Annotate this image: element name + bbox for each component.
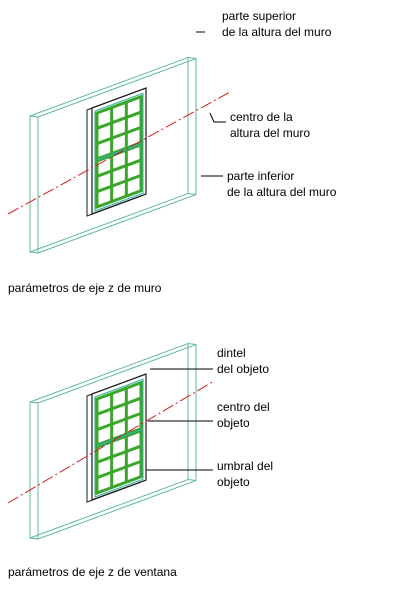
muntin-horizontal bbox=[96, 110, 142, 130]
diagram-window-z-axis bbox=[7, 342, 215, 540]
window-muntin-grid bbox=[95, 380, 143, 496]
window-muntin-grid bbox=[95, 94, 143, 210]
meeting-rail bbox=[96, 429, 142, 447]
wall-edge bbox=[187, 57, 197, 60]
z-axis-line bbox=[7, 91, 231, 215]
muntin-horizontal bbox=[96, 158, 142, 178]
window-glass-edge bbox=[94, 92, 144, 212]
wall-edge bbox=[29, 537, 39, 540]
wall-edge bbox=[187, 193, 197, 196]
muntin-horizontal bbox=[96, 125, 142, 146]
wall-edge bbox=[29, 401, 39, 404]
diagram-wall-z-axis bbox=[7, 31, 231, 254]
muntin-horizontal bbox=[96, 396, 142, 416]
wall-edge bbox=[29, 251, 39, 254]
caption-window: parámetros de eje z de ventana bbox=[8, 565, 177, 579]
muntin-horizontal bbox=[96, 459, 142, 480]
wall-edge bbox=[187, 479, 197, 482]
wall-edge bbox=[187, 343, 197, 346]
meeting-rail bbox=[96, 143, 142, 161]
leader-wall-center bbox=[209, 112, 226, 123]
caption-wall: parámetros de eje z de muro bbox=[8, 281, 162, 295]
muntin-horizontal bbox=[96, 173, 142, 194]
muntin-horizontal bbox=[96, 444, 142, 464]
wall-edge bbox=[29, 115, 39, 118]
muntin-horizontal bbox=[96, 411, 142, 432]
window-glass-edge bbox=[94, 378, 144, 498]
